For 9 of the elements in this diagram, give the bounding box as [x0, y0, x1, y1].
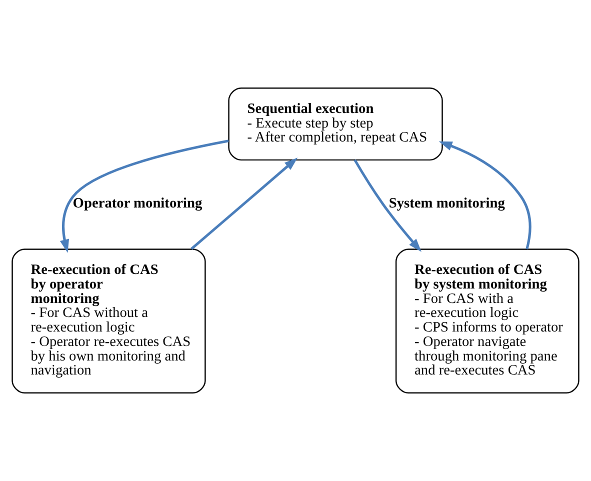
node-box: Re-execution of CAS by operator monitoring - For CAS without a re-execution logic - Operator re-executes CAS by his own monitoring and navigation [12, 248, 206, 394]
node-box: Sequential execution - Execute step by step - After completion, repeat CAS [228, 88, 443, 161]
edge-label: Operator monitoring [72, 195, 202, 212]
arrow [438, 141, 532, 250]
node-box: Re-execution of CAS by system monitoring - For CAS with a re-execution logic - CPS informs to operator - Operator navigate through monitoring pane and re-executes CAS [395, 248, 580, 394]
arrow [190, 158, 298, 250]
edge-label: System monitoring [388, 195, 505, 212]
arrow [60, 140, 229, 253]
arrow [354, 159, 422, 252]
